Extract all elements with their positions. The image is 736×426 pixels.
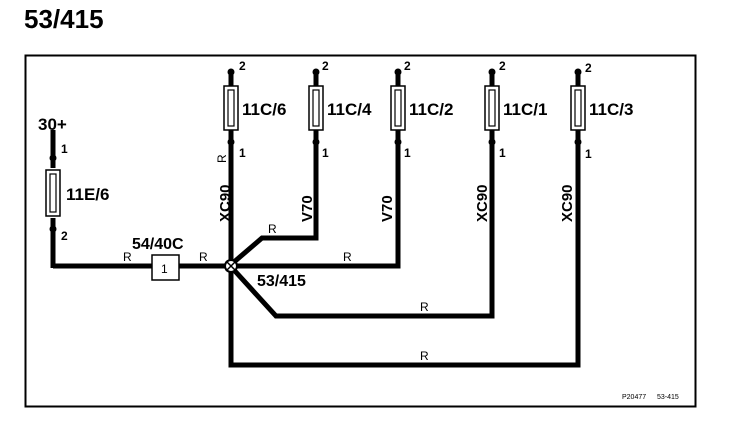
- fuse-11c2-label: 11C/2: [409, 100, 453, 119]
- diagram-frame: [24, 54, 697, 408]
- fuse-11c1-label: 11C/1: [503, 100, 547, 119]
- connector-pin-label: 1: [161, 262, 168, 276]
- fuse-11e6-pin-top: 1: [61, 142, 68, 156]
- fuse-11c3-label: 11C/3: [589, 100, 633, 119]
- fuse-11c4-pin-bottom: 1: [322, 146, 329, 160]
- fuse-11c2-pin-top: 2: [404, 59, 411, 73]
- fuse-11c3: [570, 85, 586, 131]
- fuse-11c2-pin2-dot: [394, 68, 402, 76]
- fuse-11e6-pin2-dot: [49, 225, 57, 233]
- fuse-11c6-pin-top: 2: [239, 59, 246, 73]
- wire-color-right: R: [199, 250, 208, 264]
- wire-color-11c3: R: [420, 349, 429, 363]
- supply-label: 30+: [38, 115, 67, 134]
- fuse-11c4-element: [312, 89, 320, 127]
- fuse-11c2: [390, 85, 406, 131]
- page-title: 53/415: [24, 4, 104, 34]
- fuse-11c6-element: [227, 89, 235, 127]
- fuse-11c4: [308, 85, 324, 131]
- model-label-11c3: XC90: [559, 184, 576, 222]
- fuse-11c6-pin2-dot: [227, 68, 235, 76]
- model-label-11c1: XC90: [474, 184, 491, 222]
- fuse-11c1-element: [488, 89, 496, 127]
- model-label-11c2: V70: [379, 195, 396, 222]
- wire-color-11c1: R: [420, 300, 429, 314]
- fuse-11c6-pin-bottom: 1: [239, 146, 246, 160]
- fuse-11c1: [484, 85, 500, 131]
- fuse-11c1-pin-top: 2: [499, 59, 506, 73]
- wire-color-left: R: [123, 250, 132, 264]
- fuse-11c4-pin-top: 2: [322, 59, 329, 73]
- fuse-11e6: [45, 169, 61, 217]
- model-label-11c4: V70: [299, 195, 316, 222]
- footer-ref: P20477: [622, 394, 646, 401]
- fuse-11c4-pin2-dot: [312, 68, 320, 76]
- fuse-11c3-pin2-dot: [574, 68, 582, 76]
- fuse-11c3-pin-bottom: 1: [585, 147, 592, 161]
- wire-color-11c2: R: [343, 250, 352, 264]
- fuse-11c6: [223, 85, 239, 131]
- fuse-11c4-label: 11C/4: [327, 100, 372, 119]
- connector-label: 54/40C: [132, 236, 184, 253]
- fuse-11e6-element: [49, 173, 57, 213]
- wire-to-11c2: [237, 150, 401, 269]
- fuse-11e6-pin1-dot: [49, 154, 57, 162]
- fuse-11c2-element: [394, 89, 402, 127]
- fuse-11c1-pin-bottom: 1: [499, 146, 506, 160]
- model-label-11c6: XC90: [217, 184, 234, 222]
- fuse-11c2-pin-bottom: 1: [404, 146, 411, 160]
- connector-54-40c: [151, 254, 180, 281]
- fuse-11c3-pin-top: 2: [585, 61, 592, 75]
- fuse-11e6-pin-bottom: 2: [61, 229, 68, 243]
- fuse-11c3-element: [574, 89, 582, 127]
- fuse-11e6-label: 11E/6: [66, 185, 110, 204]
- wire-to-11c4: [232, 150, 319, 264]
- splice-cross-b: [225, 260, 237, 272]
- footer-code: 53-415: [657, 394, 679, 401]
- wire-color-11c6: R: [215, 154, 229, 163]
- wire-color-11c4: R: [268, 222, 277, 236]
- splice-label: 53/415: [257, 273, 306, 290]
- fuse-11c1-pin2-dot: [488, 68, 496, 76]
- wire-to-11c1: [232, 150, 495, 319]
- wire-to-11c3: [228, 150, 581, 368]
- fuse-11c6-label: 11C/6: [242, 100, 286, 119]
